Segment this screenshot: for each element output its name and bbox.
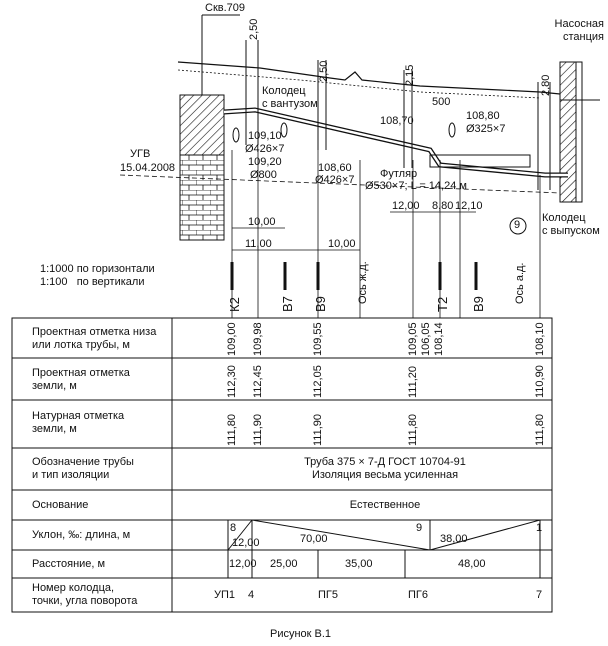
dim-row3-1: 8,80: [432, 200, 454, 212]
marker-circle-label: 9: [514, 219, 521, 231]
pt-4: 7: [536, 589, 543, 601]
pb-6: 108,10: [534, 322, 546, 356]
dimension-lines: [232, 211, 476, 251]
pump-station: [559, 61, 600, 203]
slope-2: 1: [536, 522, 543, 534]
row-label-pipe: Обозначение трубы и тип изоляции: [32, 456, 134, 481]
pt-1: 4: [248, 589, 255, 601]
gn-3: 111,80: [407, 413, 419, 446]
ugv-date: 15.04.2008: [120, 162, 176, 174]
row-label-distance: Расстояние, м: [32, 558, 106, 570]
marker-bars: [230, 262, 478, 290]
slope-1: 9: [416, 522, 423, 534]
pb-1: 109,98: [252, 322, 264, 356]
pb-2: 109,55: [312, 322, 324, 356]
row-label-ground-natural: Натурная отметка земли, м: [32, 410, 125, 435]
well-outlet-label: Колодец с выпуском: [542, 212, 600, 237]
node-len: 500: [432, 96, 451, 108]
casing-spec: Ø530×7; L = 14,24 м: [365, 180, 467, 192]
ground-natural-line: [177, 69, 541, 99]
dim-row3-2: 12,10: [455, 200, 483, 212]
pt-2: ПГ5: [318, 589, 338, 601]
marker-v9: В9: [313, 296, 328, 312]
dim-row2-1: 10,00: [328, 238, 356, 250]
depth-1: 2,50: [248, 18, 260, 40]
slope-len-2: 38,00: [440, 533, 468, 545]
pt-0: УП1: [214, 589, 236, 601]
gn-4: 111,80: [534, 413, 546, 446]
pipe1-elev2: 109,20: [248, 156, 282, 168]
pipe1-diam: Ø426×7: [245, 143, 285, 155]
slope-len-1: 70,00: [300, 533, 328, 545]
gd-3: 111,20: [407, 365, 419, 398]
dist-3: 48,00: [458, 558, 486, 570]
marker-t2: Т2: [435, 296, 450, 312]
data-table-grid: [11, 317, 553, 613]
slope-0: 8: [230, 522, 237, 534]
dim-row2-0: 11,00: [245, 238, 272, 250]
gd-0: 112,30: [226, 365, 238, 398]
casing: [429, 154, 531, 168]
pipe-designation: Труба 375 × 7-Д ГОСТ 10704-91 Изоляция в…: [304, 456, 466, 481]
depth-2: 2,50: [318, 60, 330, 82]
base-value: Естественное: [349, 499, 421, 511]
node-diam: Ø325×7: [466, 123, 506, 135]
marker-v9b: В9: [471, 296, 486, 312]
pipe2-diam: Ø426×7: [315, 174, 355, 186]
marker-road: Ось а.д.: [514, 262, 526, 305]
pump-station-label: Насосная станция: [554, 18, 604, 43]
pt-3: ПГ6: [408, 589, 428, 601]
figure-caption: Рисунок В.1: [270, 628, 332, 640]
gn-1: 111,90: [252, 413, 264, 446]
wells: [232, 40, 551, 190]
ugv-line: [119, 174, 561, 194]
row-label-slope: Уклон, ‰: длина, м: [32, 529, 131, 541]
node-elev-b: 108,80: [466, 110, 500, 122]
row-label-base: Основание: [32, 499, 89, 511]
pb-4: 106,05: [420, 322, 432, 356]
pb-0: 109,00: [226, 322, 238, 356]
borehole-label: Скв.709: [205, 2, 246, 14]
dist-0: 12,00: [229, 558, 257, 570]
marker-k2: К2: [227, 297, 242, 312]
pb-3: 109,05: [407, 322, 419, 356]
node-elev-a: 108,70: [380, 115, 414, 127]
gd-4: 110,90: [534, 365, 546, 398]
well-air-label: Колодец с вантузом: [262, 85, 318, 110]
slope-diagram: [227, 519, 541, 551]
gd-2: 112,05: [312, 365, 324, 398]
marker-rail: Ось ж.д.: [357, 261, 369, 304]
dist-1: 25,00: [270, 558, 298, 570]
gn-2: 111,90: [312, 413, 324, 446]
slope-len-0: 12,00: [232, 537, 260, 549]
marker-v7: В7: [280, 296, 295, 312]
depth-4: 2,80: [540, 74, 552, 96]
gd-1: 112,45: [252, 365, 264, 398]
row-label-pipe-bottom: Проектная отметка низа или лотка трубы, …: [32, 326, 157, 351]
distance-grid: [227, 550, 541, 578]
pipe1-well: Ø800: [250, 169, 277, 181]
pipe2-elev: 108,60: [318, 162, 352, 174]
pipe1-elev: 109,10: [248, 130, 282, 142]
scale-h: 1:1000 по горизонтали: [40, 263, 155, 275]
row-label-ground-design: Проектная отметка земли, м: [32, 367, 130, 392]
dim-row1-0: 10,00: [248, 216, 276, 228]
row-label-points: Номер колодца, точки, угла поворота: [32, 582, 138, 607]
dist-2: 35,00: [345, 558, 373, 570]
marker-circle: [509, 217, 527, 235]
ground-line: [177, 61, 561, 95]
ugv-label: УГВ: [130, 148, 151, 160]
dim-row3-0: 12,00: [392, 200, 420, 212]
gn-0: 111,80: [226, 413, 238, 446]
scale-v: 1:100 по вертикали: [40, 276, 145, 288]
borehole-column: [179, 14, 240, 241]
pb-5: 108,14: [433, 322, 445, 356]
casing-title: Футляр: [380, 168, 418, 180]
depth-3: 2,15: [404, 64, 416, 86]
